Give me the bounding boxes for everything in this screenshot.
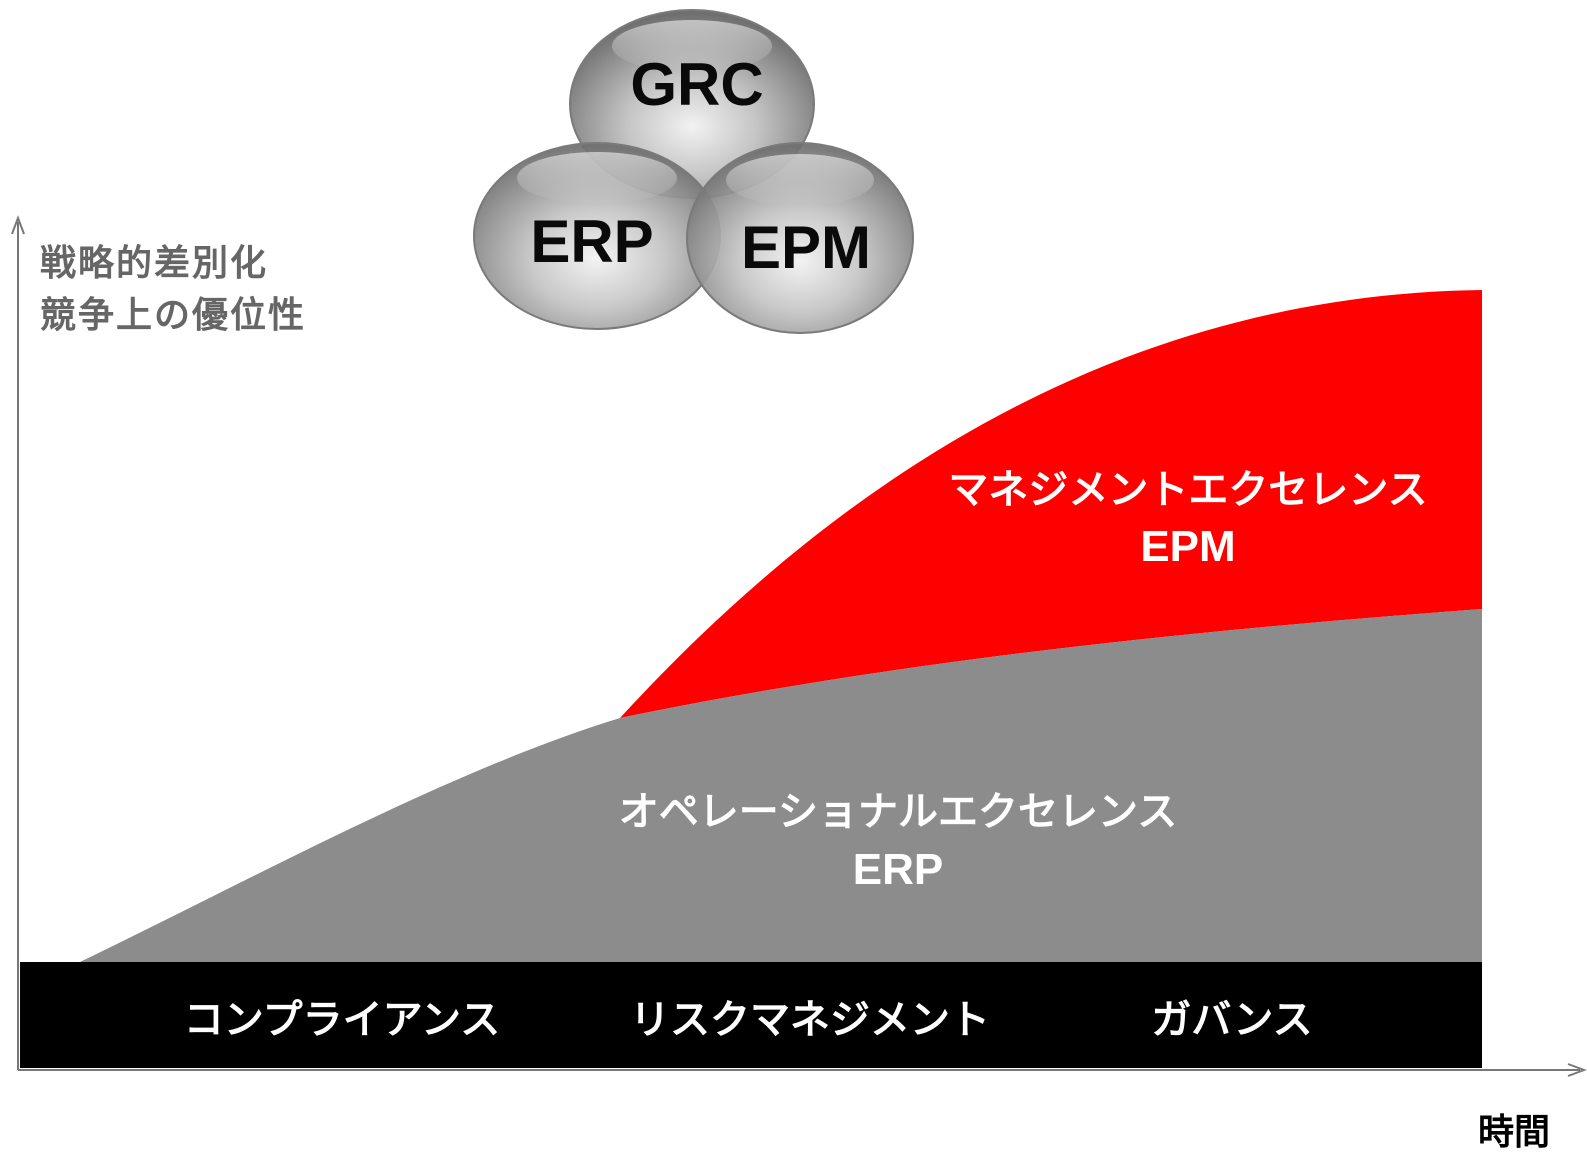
erp-area (80, 609, 1482, 962)
x-axis-label: 時間 (1478, 1112, 1551, 1153)
erp-area-subtitle: ERP (852, 845, 944, 894)
band-label-risk-management: リスクマネジメント (630, 997, 990, 1043)
epm-area-subtitle: EPM (1140, 522, 1236, 571)
bubble-erp-label: ERP (530, 208, 654, 275)
band-label-governance: ガバンス (1151, 997, 1313, 1043)
erp-area-title: オペレーショナルエクセレンス (618, 789, 1178, 835)
y-axis-label-line-2: 競争上の優位性 (40, 295, 307, 336)
bubble-grc-label: GRC (630, 51, 764, 118)
band-label-compliance: コンプライアンス (183, 997, 501, 1043)
epm-area-title: マネジメントエクセレンス (948, 467, 1428, 513)
bubble-epm (686, 142, 914, 334)
x-axis-arrow (1567, 1063, 1587, 1077)
bubble-epm-label: EPM (740, 214, 872, 281)
maturity-band (20, 962, 1482, 1068)
y-axis-label-line-1: 戦略的差別化 (40, 243, 269, 284)
y-axis-arrow (11, 215, 25, 235)
epm-area (620, 290, 1482, 718)
